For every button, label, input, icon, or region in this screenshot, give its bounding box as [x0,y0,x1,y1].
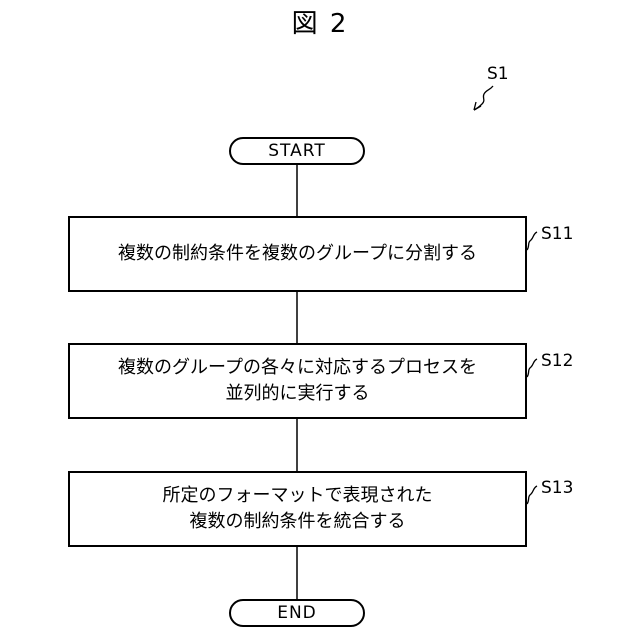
step-s13-line-2: 複数の制約条件を統合する [190,509,406,535]
start-terminal: START [229,137,365,165]
step-s12-id: S12 [541,351,573,371]
ref-arrow-s1 [474,86,493,110]
ref-leader-s12 [527,359,537,377]
ref-leader-s11 [527,232,537,250]
step-s12-line-1: 複数のグループの各々に対応するプロセスを [118,355,477,381]
step-s11-line-1: 複数の制約条件を複数のグループに分割する [118,241,477,267]
step-s13-id: S13 [541,478,573,498]
step-s12-line-2: 並列的に実行する [226,381,370,407]
ref-label-s1: S1 [487,64,509,84]
end-label: END [277,603,317,623]
step-s11-id: S11 [541,224,573,244]
start-label: START [268,141,325,161]
process-step-s11: 複数の制約条件を複数のグループに分割する [68,216,527,292]
process-step-s13: 所定のフォーマットで表現された 複数の制約条件を統合する [68,471,527,547]
end-terminal: END [229,599,365,627]
step-s13-line-1: 所定のフォーマットで表現された [163,483,433,509]
ref-leader-s13 [527,486,537,504]
process-step-s12: 複数のグループの各々に対応するプロセスを 並列的に実行する [68,343,527,419]
